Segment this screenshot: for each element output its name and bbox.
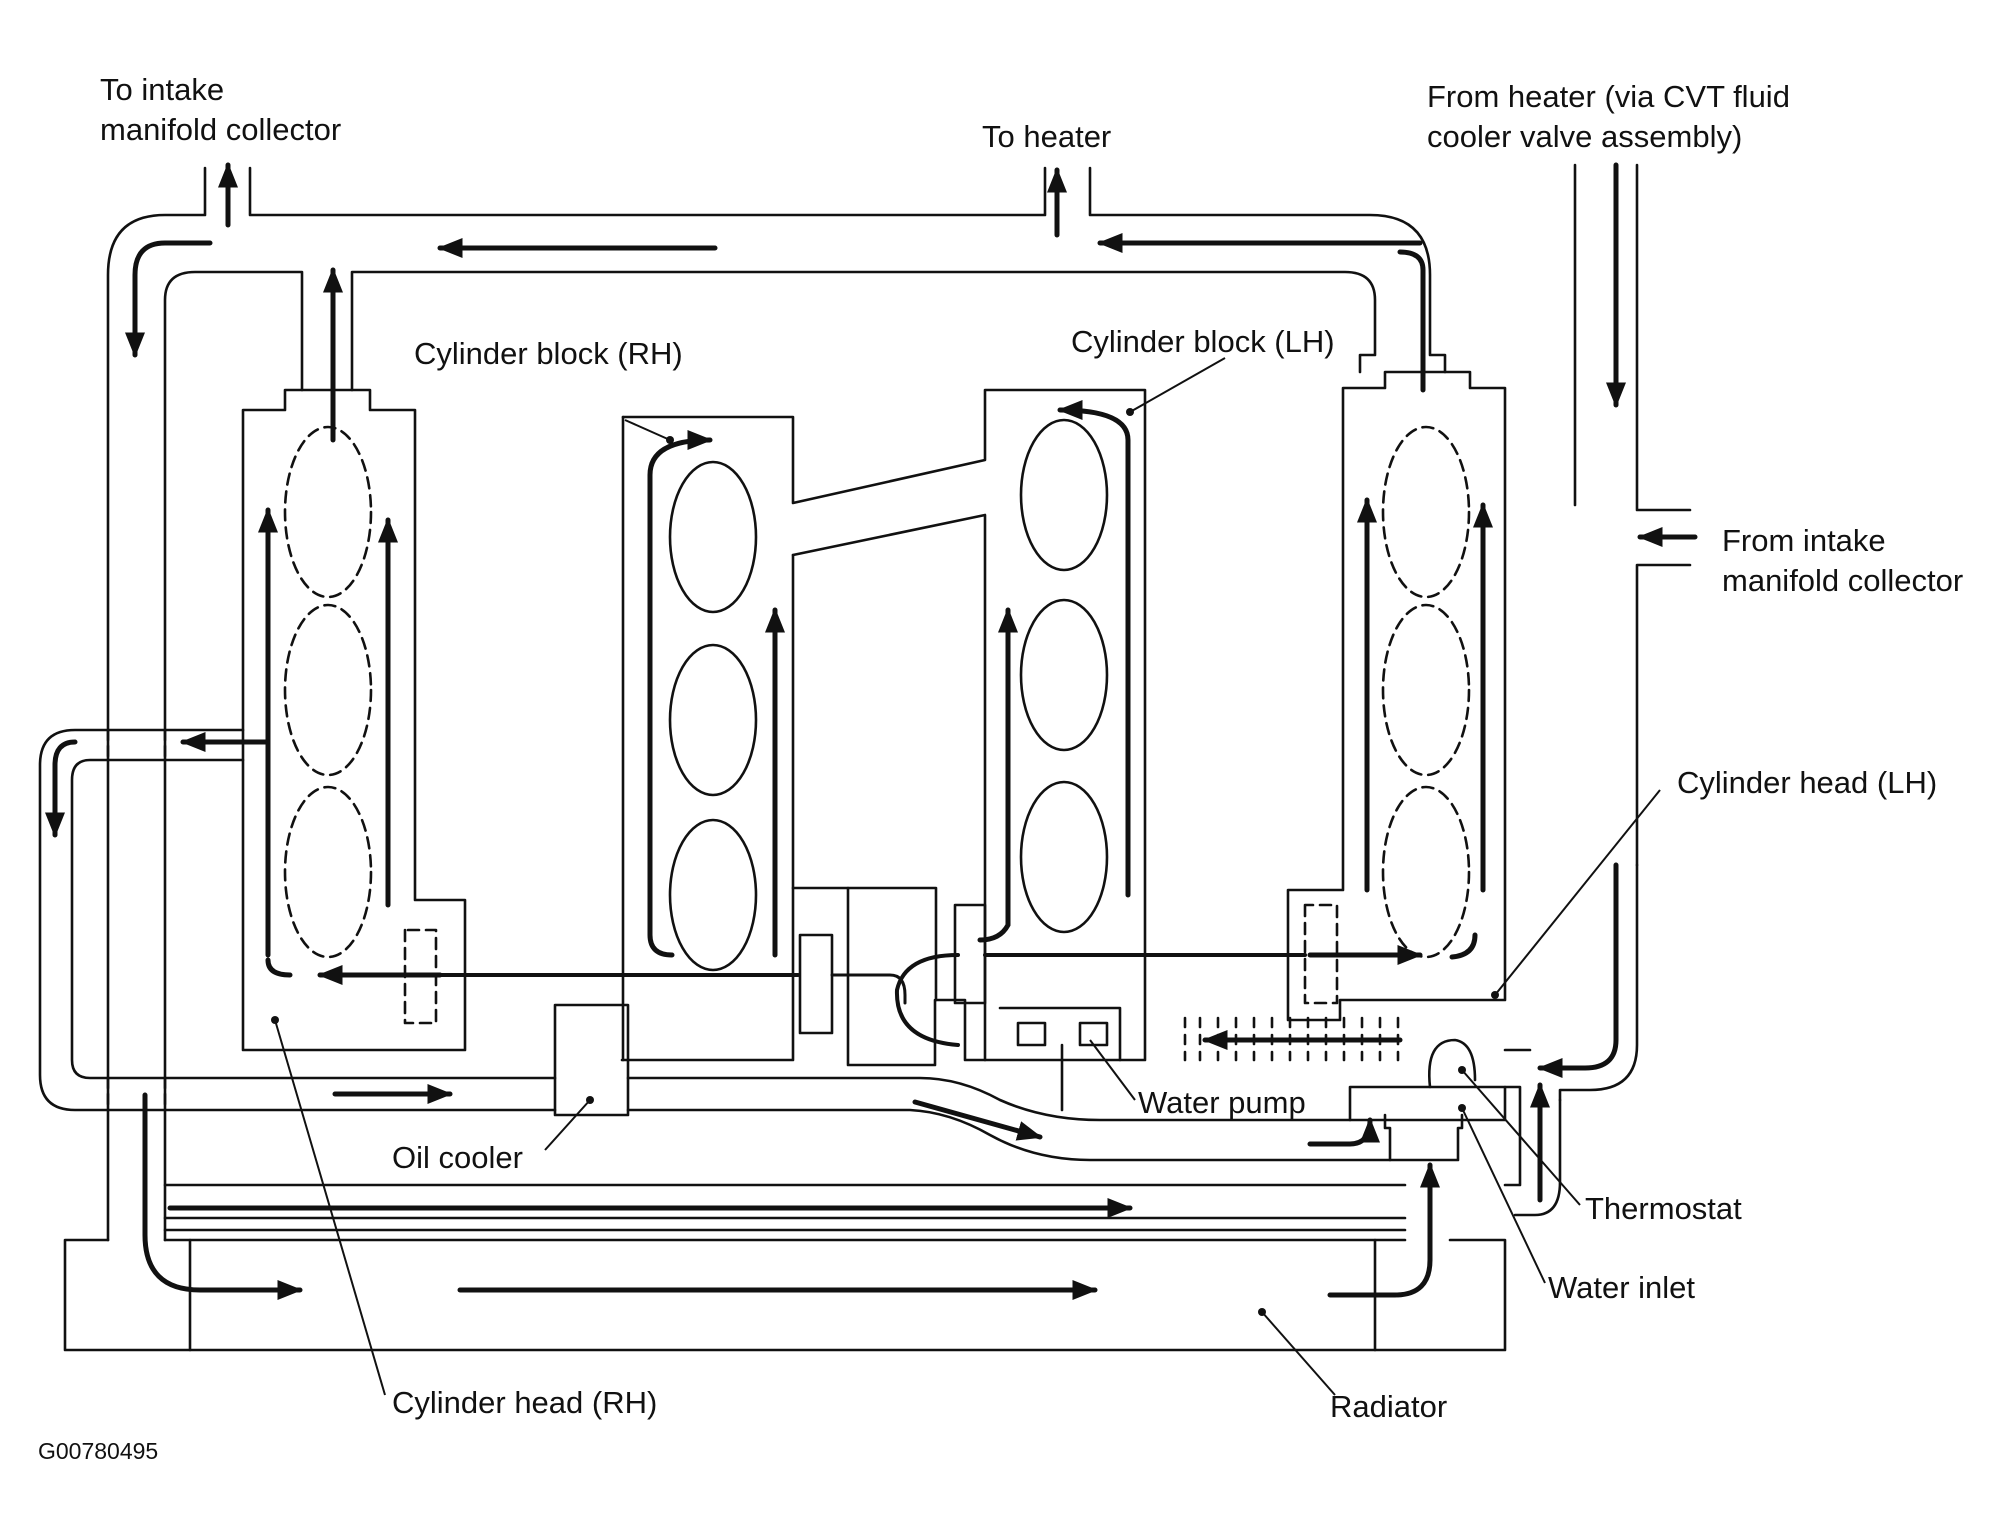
cylinder-bores-lh bbox=[1381, 425, 1471, 959]
top-coolant-pipe bbox=[106, 166, 1447, 1242]
label-water-inlet: Water inlet bbox=[1548, 1270, 1696, 1305]
flow-arrow bbox=[1397, 249, 1426, 393]
label-cylinder-head-rh: Cylinder head (RH) bbox=[392, 1385, 658, 1420]
label-thermostat: Thermostat bbox=[1585, 1191, 1742, 1226]
flow-arrow bbox=[1057, 400, 1131, 898]
oil-cooler-loop bbox=[38, 728, 1392, 1162]
leader-oil-cooler bbox=[544, 1099, 591, 1151]
label-water-pump: Water pump bbox=[1138, 1085, 1306, 1120]
leader-dots bbox=[271, 408, 1499, 1316]
flow-arrow bbox=[977, 607, 1018, 943]
callout-leaders bbox=[274, 357, 1661, 1396]
cylinder-bores-rh bbox=[283, 425, 373, 959]
label-from-intake-line1: From intake bbox=[1722, 523, 1886, 558]
cylinder-head-rh bbox=[241, 388, 467, 1052]
cylinder-head-lh bbox=[1286, 370, 1507, 1022]
flow-arrow bbox=[265, 957, 293, 978]
flow-arrow bbox=[647, 430, 713, 958]
label-from-heater-line2: cooler valve assembly) bbox=[1427, 119, 1743, 154]
flow-arrow bbox=[125, 240, 213, 358]
radiator bbox=[63, 1238, 1507, 1352]
label-cylinder-block-lh: Cylinder block (LH) bbox=[1071, 324, 1335, 359]
label-radiator: Radiator bbox=[1330, 1389, 1448, 1424]
figure-code: G00780495 bbox=[38, 1438, 159, 1464]
leader-cylinder-head-lh bbox=[1494, 789, 1661, 996]
thermostat bbox=[1348, 1038, 1522, 1187]
leader-thermostat bbox=[1461, 1069, 1581, 1206]
oil-cooler bbox=[553, 1003, 630, 1117]
label-to-intake-line2: manifold collector bbox=[100, 112, 342, 147]
cylinder-block-rh bbox=[620, 388, 1147, 1067]
flow-arrow bbox=[1537, 862, 1619, 1078]
leader-cylinder-block-lh bbox=[1129, 357, 1226, 413]
flow-arrow bbox=[1327, 1162, 1440, 1298]
lower-bypass-pipe bbox=[163, 1183, 1407, 1232]
label-to-heater: To heater bbox=[982, 119, 1112, 154]
flow-arrow bbox=[1449, 932, 1478, 960]
leader-radiator bbox=[1261, 1311, 1336, 1396]
leader-cylinder-head-rh bbox=[274, 1019, 386, 1396]
flow-arrow bbox=[45, 739, 78, 838]
flow-arrow bbox=[1307, 1117, 1380, 1147]
label-cylinder-block-rh: Cylinder block (RH) bbox=[414, 336, 683, 371]
flow-arrow bbox=[912, 1099, 1043, 1141]
label-oil-cooler: Oil cooler bbox=[392, 1140, 523, 1175]
label-from-heater-line1: From heater (via CVT fluid bbox=[1427, 79, 1790, 114]
leader-water-inlet bbox=[1461, 1107, 1546, 1284]
heater-return-pipe bbox=[1503, 163, 1692, 1217]
leader-cylinder-block-rh bbox=[624, 419, 671, 441]
flow-arrow bbox=[142, 1092, 303, 1300]
label-from-intake-line2: manifold collector bbox=[1722, 563, 1964, 598]
label-cylinder-head-lh: Cylinder head (LH) bbox=[1677, 765, 1938, 800]
label-to-intake-line1: To intake bbox=[100, 72, 225, 107]
leader-water-pump bbox=[1089, 1039, 1136, 1101]
